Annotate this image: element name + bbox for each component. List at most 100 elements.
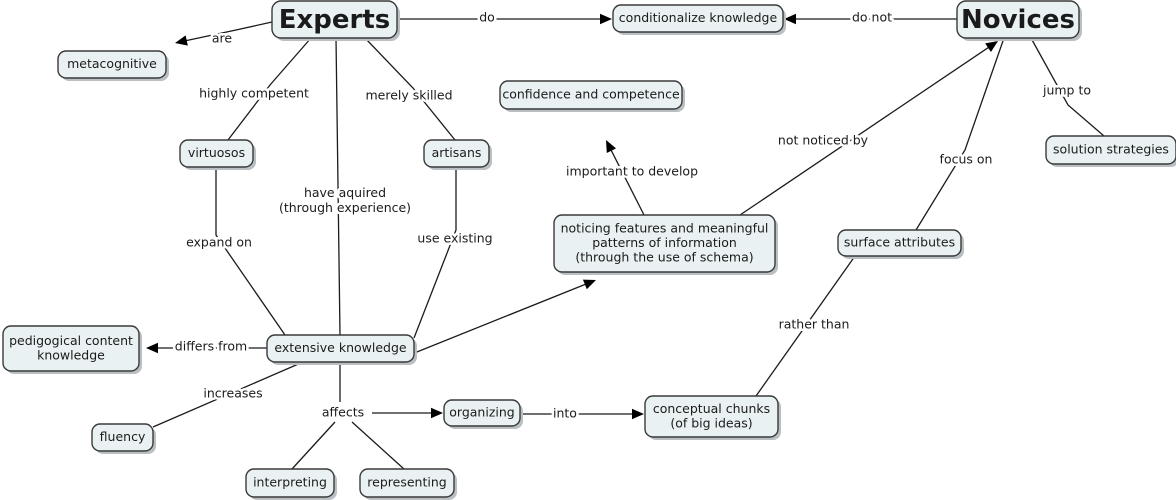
node-label: surface attributes [844, 235, 955, 250]
node-box[interactable] [443, 399, 521, 427]
edge-noticing-notnoticedby-novices [739, 41, 998, 216]
node-box[interactable] [499, 80, 683, 110]
edge-line [291, 421, 336, 470]
edge-label-halo: merely skilled [365, 88, 452, 103]
edge-artisans-useexisting-extensive [413, 167, 457, 339]
node-label: noticing features and meaningful [561, 221, 769, 236]
node-extensive-knowledge[interactable]: extensive knowledge [266, 334, 417, 365]
edge-label-text: into [553, 406, 577, 421]
node-box[interactable] [359, 468, 455, 498]
node-organizing[interactable]: organizing [443, 399, 523, 429]
edge-experts-do-conditionalize [397, 13, 612, 25]
edge-line [152, 361, 304, 428]
node-virtuosos[interactable]: virtuosos [179, 139, 256, 170]
node-representing[interactable]: representing [359, 468, 457, 500]
node-novices[interactable]: Novices [956, 0, 1082, 41]
node-confidence[interactable]: confidence and competence [499, 80, 685, 112]
node-box[interactable] [612, 4, 784, 33]
node-conditionalize[interactable]: conditionalize knowledge [612, 4, 786, 35]
edge-noticing-importanttodevelop-confidence [606, 140, 645, 216]
node-artisans[interactable]: artisans [423, 139, 492, 170]
edge-label-text: have aquired [304, 185, 386, 200]
edge-experts-highlycompetent-virtuosos [227, 37, 312, 141]
edge-label-halo: differs from [175, 339, 247, 354]
node-box[interactable] [553, 214, 776, 273]
node-box[interactable] [266, 334, 415, 363]
node-box[interactable] [644, 395, 779, 438]
node-label: extensive knowledge [274, 340, 406, 355]
node-box[interactable] [423, 139, 490, 168]
edge-label-text: differs from [175, 339, 247, 354]
edge-label-halo: have aquired [304, 185, 386, 200]
node-label: organizing [449, 405, 514, 420]
node-interpreting[interactable]: interpreting [245, 468, 337, 500]
edge-label-text: expand on [186, 235, 252, 250]
edge-surface-ratherthan-conceptual [755, 255, 856, 397]
node-metacognitive[interactable]: metacognitive [57, 50, 169, 81]
node-label: representing [367, 475, 446, 490]
node-box[interactable] [837, 229, 962, 257]
node-noticing-features[interactable]: noticing features and meaningfulpatterns… [553, 214, 778, 275]
edge-line [364, 37, 456, 141]
node-label: solution strategies [1053, 142, 1169, 157]
node-label: fluency [100, 429, 146, 444]
node-box[interactable] [179, 139, 254, 168]
edge-label-halo: not noticed by [778, 133, 869, 148]
edge-label-halo: rather than [779, 317, 850, 332]
edge-line [413, 167, 457, 339]
edge-label-text: focus on [940, 152, 993, 167]
arrow-head-icon [985, 41, 998, 53]
node-label: patterns of information [592, 235, 737, 250]
node-surface-attributes[interactable]: surface attributes [837, 229, 964, 259]
edge-virtuosos-expandon-extensive [215, 167, 286, 336]
edge-label-halo: important to develop [566, 164, 698, 179]
node-label: metacognitive [67, 56, 157, 71]
edge-label-experts-haveaquired-extensive: have aquired(through experience)have aqu… [276, 183, 413, 218]
node-conceptual-chunks[interactable]: conceptual chunks(of big ideas) [644, 395, 781, 440]
edge-experts-haveaquired-extensive [335, 37, 341, 336]
edge-label-halo: jump to [1042, 83, 1091, 98]
edge-label-halo: expand on [186, 235, 252, 250]
node-label: (of big ideas) [670, 415, 752, 430]
edge-novices-focuson-surface [915, 37, 1005, 231]
edge-label-halo: (through experience) [279, 200, 411, 215]
node-box[interactable] [57, 50, 167, 79]
edge-label-text: are [212, 31, 233, 46]
edges-layer [146, 13, 1105, 470]
edge-line [755, 255, 856, 397]
node-experts[interactable]: Experts [271, 0, 400, 41]
edge-label-halo: use existing [417, 231, 492, 246]
node-box[interactable] [1045, 135, 1176, 165]
edge-extensive-increases-fluency [152, 361, 304, 428]
node-box[interactable] [271, 0, 398, 39]
node-box[interactable] [2, 325, 140, 372]
edge-extensive-affects-organizing [372, 407, 443, 419]
node-box[interactable] [91, 423, 154, 452]
edge-label-halo: do [479, 10, 495, 25]
node-box[interactable] [245, 468, 335, 498]
edge-label-text: use existing [417, 231, 492, 246]
node-solution-strategies[interactable]: solution strategies [1045, 135, 1176, 167]
edge-label-text: affects [322, 405, 364, 420]
edge-line [351, 421, 405, 470]
edge-label-halo: focus on [940, 152, 993, 167]
node-label: artisans [432, 145, 482, 160]
edge-label-halo: do not [852, 10, 892, 25]
node-box[interactable] [956, 0, 1080, 39]
node-fluency[interactable]: fluency [91, 423, 156, 454]
arrow-head-icon [632, 408, 644, 420]
edge-line [215, 167, 286, 336]
node-label: virtuosos [188, 145, 245, 160]
